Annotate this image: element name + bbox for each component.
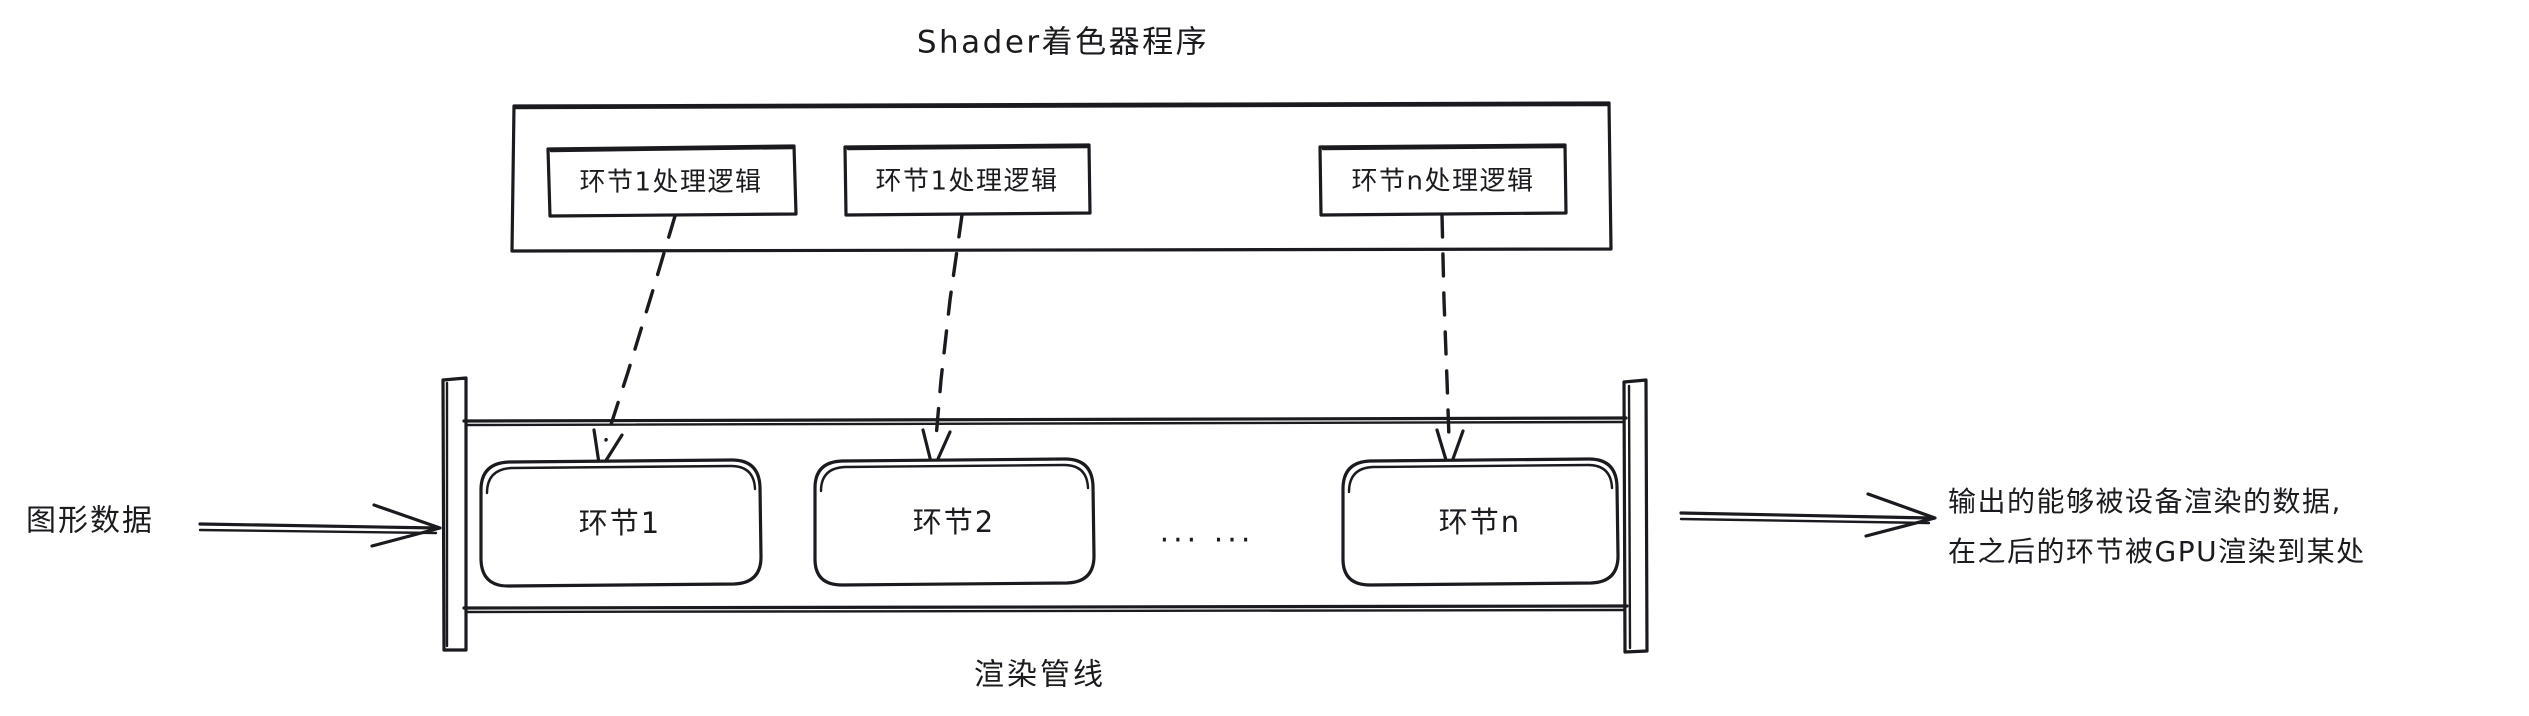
diagram-title: Shader着色器程序 xyxy=(917,25,1209,61)
pipeline-stage-1-inner-stroke xyxy=(485,464,757,495)
shader-logic-box-2-inner-stroke xyxy=(846,145,1089,151)
pipeline-stage-n[interactable]: 环节n xyxy=(1341,457,1620,587)
pipeline-stage-2-inner-stroke xyxy=(819,463,1090,493)
pipeline-bottom-label: 渲染管线 xyxy=(974,658,1106,693)
shader-logic-box-1[interactable]: 环节1处理逻辑 xyxy=(546,144,798,218)
shader-logic-box-3-outline xyxy=(1318,143,1568,217)
shader-logic-box-3[interactable]: 环节n处理逻辑 xyxy=(1318,143,1568,217)
pipeline-right-endcap xyxy=(1622,378,1649,654)
pipeline-stage-1[interactable]: 环节1 xyxy=(479,458,763,588)
shader-logic-box-2-label: 环节1处理逻辑 xyxy=(875,167,1058,197)
pipeline-stage-1-outline xyxy=(479,458,763,588)
mapping-arrow-3-line xyxy=(1440,213,1451,440)
output-arrow-line-lower xyxy=(1679,517,1931,525)
shader-logic-box-3-label: 环节n处理逻辑 xyxy=(1352,167,1535,197)
shader-logic-box-2[interactable]: 环节1处理逻辑 xyxy=(843,143,1092,217)
pipeline-bottom-rail xyxy=(462,604,1629,610)
output-label-line-2: 在之后的环节被GPU渲染到某处 xyxy=(1948,535,2366,568)
input-label: 图形数据 xyxy=(26,504,154,539)
input-arrow-line-upper xyxy=(198,522,440,530)
pipeline-stage-2-outline xyxy=(813,457,1096,587)
mapping-arrow-2 xyxy=(921,213,964,472)
output-label-line-1: 输出的能够被设备渲染的数据, xyxy=(1948,485,2342,518)
input-arrow-icon xyxy=(198,503,442,548)
shader-logic-box-1-outline xyxy=(546,144,798,218)
shader-logic-box-1-label: 环节1处理逻辑 xyxy=(579,168,762,198)
pipeline-rails xyxy=(462,416,1629,614)
pipeline-right-endcap-outline xyxy=(1622,378,1649,654)
input-arrow-line-lower xyxy=(198,528,438,535)
pipeline-top-rail xyxy=(462,416,1628,423)
pipeline-stage-n-outline xyxy=(1341,457,1620,587)
pipeline-stage-n-inner-stroke xyxy=(1347,463,1614,494)
shader-container-inner-stroke xyxy=(514,103,1609,110)
pipeline-stage-n-label: 环节n xyxy=(1439,505,1521,539)
pipeline-top-rail-shadow xyxy=(464,420,1626,427)
pipeline-stage-2[interactable]: 环节2 xyxy=(813,457,1096,587)
shader-logic-box-1-inner-stroke xyxy=(549,146,794,153)
output-arrow-icon xyxy=(1679,492,1937,538)
mapping-arrow-1-line xyxy=(604,214,677,442)
pipeline-bottom-rail-shadow xyxy=(464,608,1627,614)
pipeline-ellipsis: ... ... xyxy=(1160,515,1255,550)
mapping-arrow-3 xyxy=(1435,213,1465,472)
mapping-arrow-1 xyxy=(592,214,677,472)
pipeline-stage-1-label: 环节1 xyxy=(579,506,661,540)
shader-logic-box-2-outline xyxy=(843,143,1092,217)
shader-logic-box-3-inner-stroke xyxy=(1321,145,1565,151)
mapping-arrow-2-line xyxy=(934,213,964,440)
pipeline-stage-2-label: 环节2 xyxy=(913,505,995,539)
pipeline-right-endcap-inner-stroke xyxy=(1627,384,1632,650)
pipeline-left-endcap-outline xyxy=(441,376,468,652)
input-arrow-head xyxy=(370,503,442,548)
pipeline-left-endcap xyxy=(441,376,468,652)
output-arrow-line-upper xyxy=(1679,511,1933,520)
output-arrow-head xyxy=(1864,492,1937,538)
